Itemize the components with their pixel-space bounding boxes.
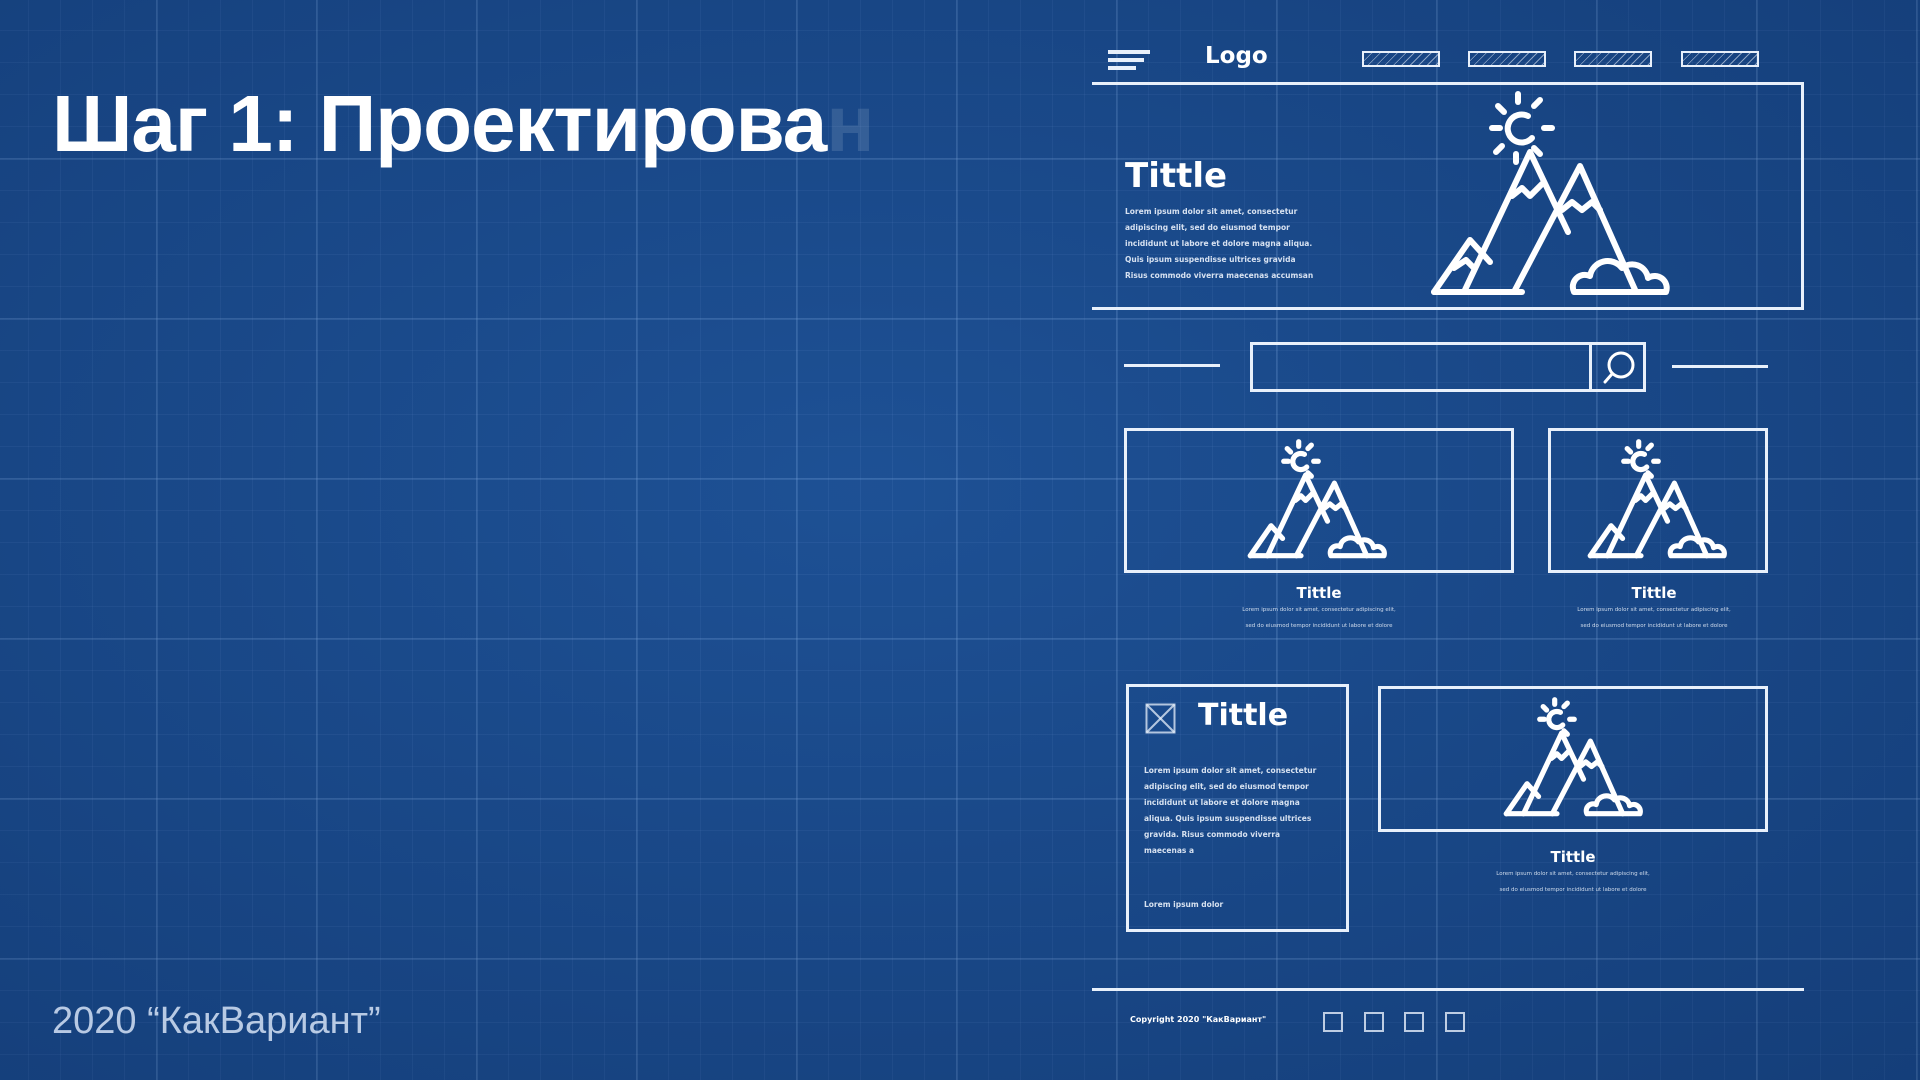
search-icon — [1603, 351, 1635, 384]
slide-footer-note: 2020 “КакВариант” — [52, 1000, 381, 1042]
card-image-frame-2[interactable] — [1548, 428, 1768, 573]
hero-bottom-line — [1092, 307, 1804, 310]
hero-body-line: Lorem ipsum dolor sit amet, consectetur — [1125, 207, 1298, 216]
hero-body: Lorem ipsum dolor sit amet, consectetur … — [1125, 204, 1365, 284]
card-text-line: sed do eiusmod tempor incididunt ut labo… — [1499, 887, 1647, 893]
nav-placeholder-3[interactable] — [1574, 51, 1652, 67]
hero-body-line: Quis ipsum suspendisse ultrices gravida — [1125, 255, 1296, 264]
card-title-2: Tittle — [1631, 584, 1677, 602]
card-text-2: Lorem ipsum dolor sit amet, consectetur … — [1548, 602, 1760, 634]
social-placeholder-4[interactable] — [1445, 1012, 1465, 1032]
social-placeholder-1[interactable] — [1323, 1012, 1343, 1032]
footer-divider — [1092, 988, 1804, 991]
social-placeholder-3[interactable] — [1404, 1012, 1424, 1032]
search-right-line — [1672, 365, 1768, 368]
wireframe-logo[interactable]: Logo — [1205, 43, 1268, 69]
search-left-line — [1124, 364, 1220, 367]
mountain-sun-icon — [1503, 697, 1643, 817]
headline-text: Шаг 1: Проектирова — [52, 79, 827, 168]
hamburger-menu-icon[interactable] — [1108, 48, 1152, 72]
search-button[interactable] — [1589, 342, 1646, 392]
card-title-3: Tittle — [1550, 848, 1596, 866]
card-text-3: Lorem ipsum dolor sit amet, consectetur … — [1378, 866, 1768, 898]
hero-body-line: Risus commodo viverra maecenas accumsan — [1125, 271, 1314, 280]
card-image-frame-3[interactable] — [1378, 686, 1768, 832]
text-card-line: Lorem ipsum dolor sit amet, consectetur — [1144, 766, 1317, 775]
text-card-line: maecenas a — [1144, 846, 1195, 855]
card-text-line: Lorem ipsum dolor sit amet, consectetur … — [1242, 607, 1396, 613]
slide-headline: Шаг 1: Проектирован — [52, 78, 875, 170]
text-card-line: adipiscing elit, sed do eiusmod tempor — [1144, 782, 1309, 791]
mountain-sun-icon — [1587, 439, 1727, 559]
search-input[interactable] — [1250, 342, 1646, 392]
headline-fading-letter: н — [826, 79, 874, 168]
text-card[interactable] — [1126, 684, 1349, 932]
text-card-line: incididunt ut labore et dolore magna — [1144, 798, 1300, 807]
text-card-body: Lorem ipsum dolor sit amet, consectetur … — [1144, 763, 1344, 859]
hero-title: Tittle — [1125, 156, 1228, 196]
mountain-sun-icon — [1431, 91, 1670, 295]
mountain-sun-icon — [1247, 439, 1387, 559]
nav-placeholder-2[interactable] — [1468, 51, 1546, 67]
text-card-title: Tittle — [1198, 698, 1289, 733]
social-placeholder-2[interactable] — [1364, 1012, 1384, 1032]
card-title-1: Tittle — [1296, 584, 1342, 602]
card-text-line: sed do eiusmod tempor incididunt ut labo… — [1245, 623, 1393, 629]
card-image-frame-1[interactable] — [1124, 428, 1514, 573]
card-text-line: Lorem ipsum dolor sit amet, consectetur … — [1577, 607, 1731, 613]
wireframe-copyright: Copyright 2020 "КакВариант" — [1130, 1015, 1267, 1024]
card-text-1: Lorem ipsum dolor sit amet, consectetur … — [1124, 602, 1514, 634]
card-text-line: Lorem ipsum dolor sit amet, consectetur … — [1496, 871, 1650, 877]
text-card-line: aliqua. Quis ipsum suspendisse ultrices — [1144, 814, 1312, 823]
nav-placeholder-1[interactable] — [1362, 51, 1440, 67]
text-card-line: gravida. Risus commodo viverra — [1144, 830, 1281, 839]
hero-body-line: adipiscing elit, sed do eiusmod tempor — [1125, 223, 1290, 232]
nav-placeholder-4[interactable] — [1681, 51, 1759, 67]
text-card-footer[interactable]: Lorem ipsum dolor — [1144, 900, 1224, 909]
hero-body-line: incididunt ut labore et dolore magna ali… — [1125, 239, 1313, 248]
card-text-line: sed do eiusmod tempor incididunt ut labo… — [1580, 623, 1728, 629]
image-placeholder-icon — [1145, 703, 1176, 734]
